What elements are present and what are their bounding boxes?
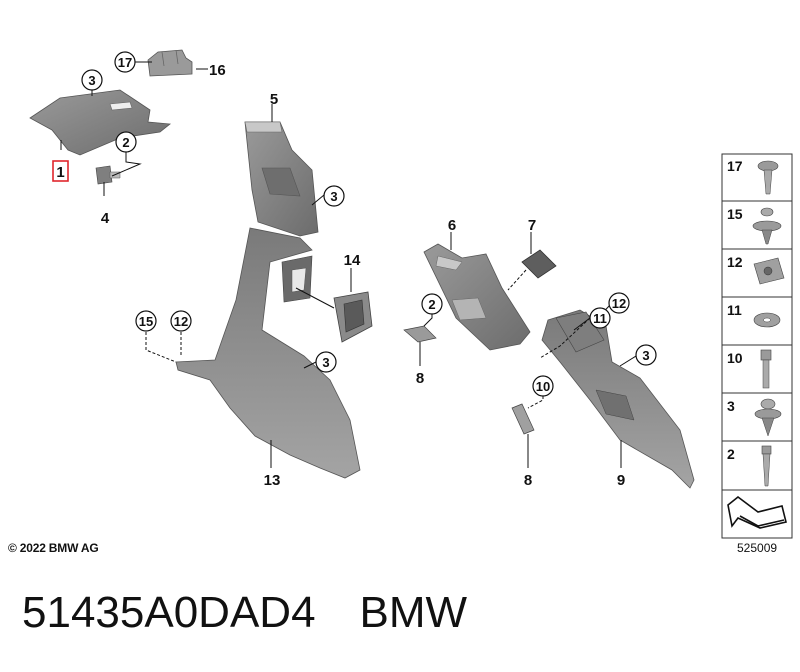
- legend-row-12: 12: [727, 254, 785, 285]
- label-4: 4: [101, 210, 110, 227]
- svg-text:1: 1: [56, 164, 64, 181]
- svg-text:10: 10: [536, 379, 550, 394]
- svg-text:10: 10: [727, 350, 743, 366]
- svg-text:11: 11: [593, 311, 607, 326]
- label-9: 9: [617, 472, 625, 489]
- washer-11-icon: [753, 312, 781, 328]
- svg-text:3: 3: [88, 73, 95, 88]
- svg-text:12: 12: [727, 254, 743, 270]
- svg-text:3: 3: [322, 355, 329, 370]
- callout-17: 17: [114, 51, 136, 73]
- label-16: 16: [209, 62, 226, 79]
- label-8b: 8: [524, 472, 532, 489]
- part-8b-clip[interactable]: [511, 403, 535, 435]
- legend-row-11: 11: [727, 302, 781, 328]
- legend-row-15: 15: [727, 206, 782, 245]
- callout-3b: 3: [323, 185, 345, 207]
- brand-name: BMW: [359, 588, 468, 637]
- callout-12a: 12: [170, 310, 192, 332]
- copyright-notice: © 2022 BMW AG: [8, 541, 99, 555]
- label-1-highlighted: 1: [52, 160, 69, 182]
- label-8a: 8: [416, 370, 424, 387]
- svg-text:17: 17: [727, 158, 743, 174]
- part-8a-clip[interactable]: [403, 325, 437, 343]
- legend-row-17: 17: [727, 158, 779, 195]
- fastener-legend: 17 15 12 11: [721, 153, 793, 539]
- callout-2b: 2: [421, 293, 443, 315]
- part-14-vent[interactable]: [333, 291, 373, 343]
- svg-text:11: 11: [727, 302, 742, 318]
- nut-12-icon: [753, 257, 785, 285]
- screw-2-icon: [761, 445, 772, 487]
- part-number: 51435A0DAD4: [22, 588, 316, 637]
- part-13-lower-b-pillar[interactable]: [175, 227, 361, 479]
- label-14: 14: [344, 252, 361, 269]
- callout-3d: 3: [635, 344, 657, 366]
- label-5: 5: [270, 91, 278, 108]
- legend-row-3: 3: [727, 398, 782, 437]
- part-9-c-pillar-lower[interactable]: [541, 309, 695, 489]
- label-6: 6: [448, 217, 456, 234]
- svg-text:3: 3: [642, 348, 649, 363]
- svg-text:2: 2: [122, 135, 129, 150]
- diagram-number: 525009: [737, 541, 778, 555]
- part-6-c-pillar-upper[interactable]: [423, 243, 531, 351]
- label-13: 13: [264, 472, 281, 489]
- svg-text:3: 3: [727, 398, 735, 414]
- clip-15-icon: [752, 207, 782, 245]
- part-16-bracket[interactable]: [147, 49, 193, 77]
- footer-line: 51435A0DAD4 BMW: [22, 588, 467, 638]
- screw-17-icon: [757, 160, 779, 195]
- callout-2a: 2: [115, 131, 137, 153]
- svg-text:15: 15: [139, 314, 153, 329]
- callout-12b: 12: [608, 292, 630, 314]
- legend-row-10: 10: [727, 349, 772, 389]
- shape-reference-icon: [727, 495, 787, 529]
- callout-11: 11: [589, 307, 611, 329]
- svg-text:15: 15: [727, 206, 743, 222]
- callout-10: 10: [532, 375, 554, 397]
- bolt-10-icon: [760, 349, 772, 389]
- callout-15: 15: [135, 310, 157, 332]
- label-7: 7: [528, 217, 536, 234]
- callout-3a: 3: [81, 69, 103, 91]
- part-a-pillar-trim[interactable]: [29, 89, 172, 156]
- svg-text:3: 3: [330, 189, 337, 204]
- svg-text:12: 12: [174, 314, 188, 329]
- part-4-clip[interactable]: [95, 165, 121, 185]
- part-5-upper-b-pillar[interactable]: [244, 121, 319, 237]
- callout-3c: 3: [315, 351, 337, 373]
- svg-text:12: 12: [612, 296, 626, 311]
- svg-text:17: 17: [118, 55, 132, 70]
- clip-3-icon: [754, 398, 782, 437]
- svg-text:2: 2: [727, 446, 735, 462]
- legend-row-2: 2: [727, 445, 772, 487]
- svg-text:2: 2: [428, 297, 435, 312]
- part-7-pad[interactable]: [521, 249, 557, 279]
